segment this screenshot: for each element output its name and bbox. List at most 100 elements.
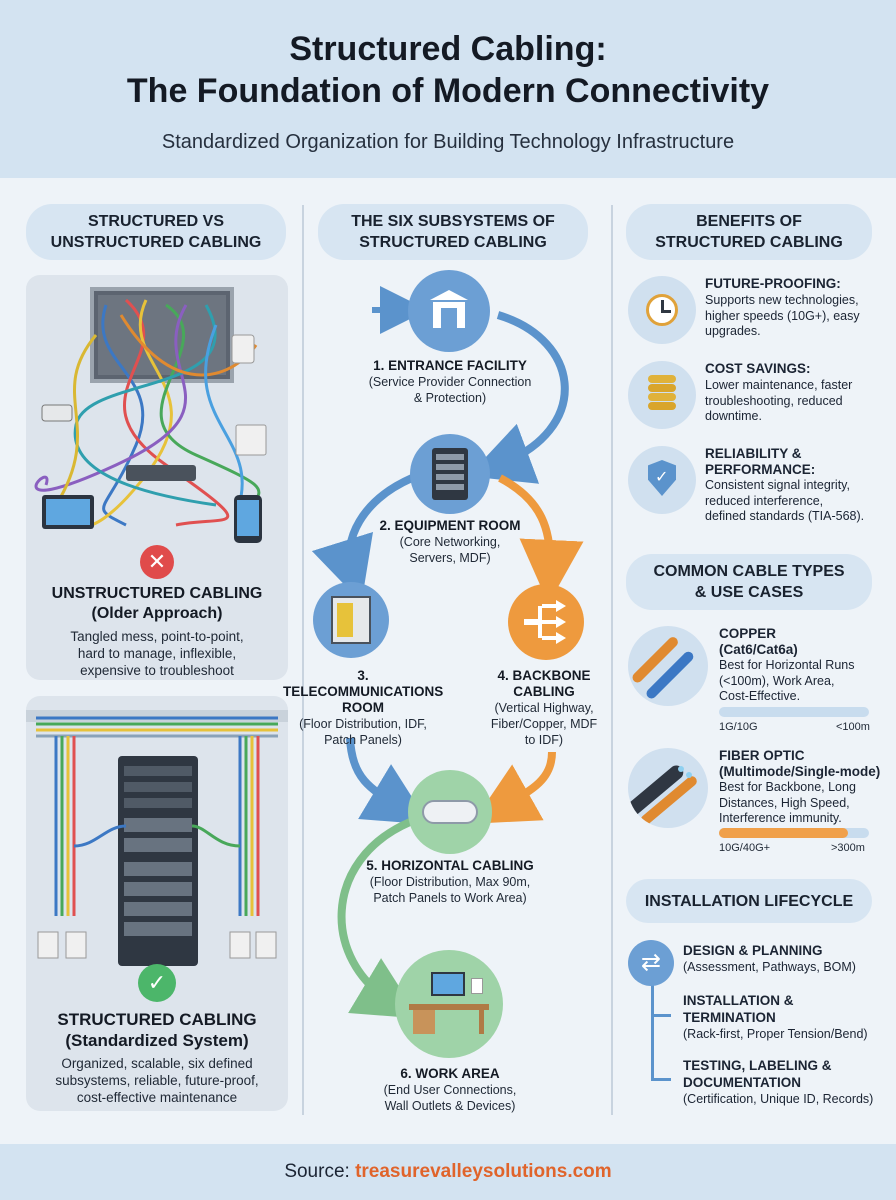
cable-fiber: FIBER OPTIC (Multimode/Single-mode) Best… xyxy=(628,748,892,858)
coin-stack-icon xyxy=(628,361,696,429)
structured-desc: Organized, scalable, six defined subsyst… xyxy=(26,1055,288,1106)
desc-line: Lower maintenance, faster xyxy=(705,378,853,392)
desc-line: subsystems, reliable, future-proof, xyxy=(55,1073,259,1088)
subsystem-desc: (Service Provider Connection xyxy=(368,375,532,389)
subsystem-desc: Servers, MDF) xyxy=(409,551,491,565)
copper-distance-label: <100m xyxy=(836,721,870,733)
unstructured-caption: UNSTRUCTURED CABLING (Older Approach) Ta… xyxy=(26,584,288,679)
middle-heading-line-2: STRUCTURED CABLING xyxy=(359,234,547,251)
desc-line: Best for Horizontal Runs xyxy=(719,658,855,672)
benefit-title: RELIABILITY & PERFORMANCE: xyxy=(705,446,890,478)
page-title: Structured Cabling: The Foundation of Mo… xyxy=(0,28,896,112)
desc-line: troubleshooting, reduced xyxy=(705,393,843,408)
left-heading-line-2: UNSTRUCTURED CABLING xyxy=(50,234,262,251)
work-area-node xyxy=(395,950,503,1058)
desk-workstation-icon xyxy=(409,972,489,1034)
title-line-2: The Foundation of Modern Connectivity xyxy=(126,72,770,110)
lifecycle-heading: INSTALLATION LIFECYCLE xyxy=(626,879,872,923)
subsystem-title: ROOM xyxy=(342,700,384,715)
step-title: DOCUMENTATION xyxy=(683,1075,801,1090)
cabinet-icon xyxy=(331,596,371,644)
benefit-desc: Supports new technologies, higher speeds… xyxy=(705,293,890,340)
benefits-heading: BENEFITS OF STRUCTURED CABLING xyxy=(626,204,872,260)
title-line: COPPER xyxy=(719,626,777,641)
desc-line: Organized, scalable, six defined xyxy=(61,1056,253,1071)
step-title: TESTING, LABELING & xyxy=(683,1058,832,1073)
subsystem-desc: Wall Outlets & Devices) xyxy=(384,1099,516,1113)
lifecycle-step-3: TESTING, LABELING & DOCUMENTATION (Certi… xyxy=(683,1057,893,1107)
subsystem-4-label: 4. BACKBONE CABLING (Vertical Highway, F… xyxy=(476,668,612,748)
copper-cable-icon xyxy=(628,626,708,706)
subsystem-flow-arrows xyxy=(311,286,584,1019)
subsystem-desc: Patch Panels to Work Area) xyxy=(373,891,527,905)
benefit-cost-savings: COST SAVINGS: Lower maintenance, faster … xyxy=(628,361,892,431)
subsystem-desc: (Floor Distribution, IDF, xyxy=(299,717,427,731)
benefits-heading-line-2: STRUCTURED CABLING xyxy=(655,234,843,251)
shield-check-icon: ✓ xyxy=(628,446,696,514)
lifecycle-branch-2 xyxy=(651,1014,671,1017)
step-title: INSTALLATION & xyxy=(683,993,794,1008)
desc-line: Best for Backbone, Long xyxy=(719,780,856,794)
unstructured-title: UNSTRUCTURED CABLING xyxy=(51,585,263,602)
source-link[interactable]: treasurevalleysolutions.com xyxy=(355,1161,612,1182)
lifecycle-branch-3 xyxy=(651,1078,671,1081)
subsystem-desc: (End User Connections, xyxy=(383,1083,517,1097)
desc-line: Distances, High Speed, xyxy=(719,795,850,810)
unstructured-desc: Tangled mess, point-to-point, hard to ma… xyxy=(26,628,288,679)
telecom-room-node xyxy=(313,582,389,658)
column-divider-right xyxy=(611,205,613,1115)
page-subtitle: Standardized Organization for Building T… xyxy=(161,131,735,153)
subsystem-5-label: 5. HORIZONTAL CABLING (Floor Distributio… xyxy=(340,858,560,906)
title-line: PERFORMANCE: xyxy=(705,462,816,477)
subsystem-title: 3. TELECOMMUNICATIONS xyxy=(283,668,444,699)
desc-line: defined standards (TIA-568). xyxy=(705,509,865,523)
subsystem-desc: (Vertical Highway, xyxy=(494,701,594,715)
subsystem-desc: Fiber/Copper, MDF xyxy=(490,717,598,731)
subsystem-title: 5. HORIZONTAL CABLING xyxy=(366,858,534,873)
subsystem-2-label: 2. EQUIPMENT ROOM (Core Networking, Serv… xyxy=(355,518,545,566)
benefit-desc: Consistent signal integrity, reduced int… xyxy=(705,478,890,525)
left-heading-line-1: STRUCTURED VS xyxy=(87,213,224,230)
network-branch-icon xyxy=(524,600,568,644)
title-line: (Cat6/Cat6a) xyxy=(719,642,798,657)
lifecycle-connector xyxy=(651,980,654,1080)
benefit-reliability: ✓ RELIABILITY & PERFORMANCE: Consistent … xyxy=(628,446,892,526)
desc-line: upgrades. xyxy=(705,324,761,338)
desc-line: Supports new technologies, xyxy=(705,293,859,307)
cable-title: COPPER (Cat6/Cat6a) xyxy=(719,626,889,658)
benefit-desc: Lower maintenance, faster troubleshootin… xyxy=(705,378,890,425)
cable-copper: COPPER (Cat6/Cat6a) Best for Horizontal … xyxy=(628,626,892,736)
desc-line: (<100m), Work Area, xyxy=(719,673,835,688)
step-title: DESIGN & PLANNING xyxy=(683,943,823,958)
desc-line: Interference immunity. xyxy=(719,811,842,825)
desc-line: Cost-Effective. xyxy=(719,689,801,703)
benefit-title: FUTURE-PROOFING: xyxy=(705,276,841,291)
step-title: TERMINATION xyxy=(683,1010,776,1025)
subsystem-3-label: 3. TELECOMMUNICATIONS ROOM (Floor Distri… xyxy=(283,668,443,748)
lifecycle-step-1: DESIGN & PLANNING (Assessment, Pathways,… xyxy=(683,942,893,975)
structured-title: STRUCTURED CABLING xyxy=(57,1010,257,1029)
title-line: (Multimode/Single-mode) xyxy=(719,764,881,779)
clock-refresh-icon xyxy=(628,276,696,344)
entrance-facility-node xyxy=(408,270,490,352)
step-desc: (Rack-first, Proper Tension/Bend) xyxy=(683,1027,868,1041)
subsystem-title: 1. ENTRANCE FACILITY xyxy=(373,358,527,373)
unstructured-subtitle: (Older Approach) xyxy=(91,605,223,622)
step-desc: (Certification, Unique ID, Records) xyxy=(683,1092,874,1106)
fiber-distance-label: >300m xyxy=(831,842,865,854)
lifecycle-heading-text: INSTALLATION LIFECYCLE xyxy=(644,892,854,910)
benefit-future-proofing: FUTURE-PROOFING: Supports new technologi… xyxy=(628,276,892,346)
shuffle-icon: ⇄ xyxy=(628,940,674,986)
organized-rack-illustration xyxy=(26,710,288,966)
copper-speed-bar xyxy=(719,707,869,717)
x-mark-icon: ✕ xyxy=(140,545,174,579)
subsystem-desc: Patch Panels) xyxy=(324,733,402,747)
building-icon xyxy=(430,290,468,330)
cable-title: FIBER OPTIC (Multimode/Single-mode) xyxy=(719,748,889,780)
subsystem-desc: to IDF) xyxy=(524,733,564,747)
fiber-optic-cable-icon xyxy=(628,748,708,828)
subsystem-title: CABLING xyxy=(513,684,575,699)
benefit-title: COST SAVINGS: xyxy=(705,361,811,376)
equipment-room-node xyxy=(410,434,490,514)
title-line-1: Structured Cabling: xyxy=(289,30,607,68)
